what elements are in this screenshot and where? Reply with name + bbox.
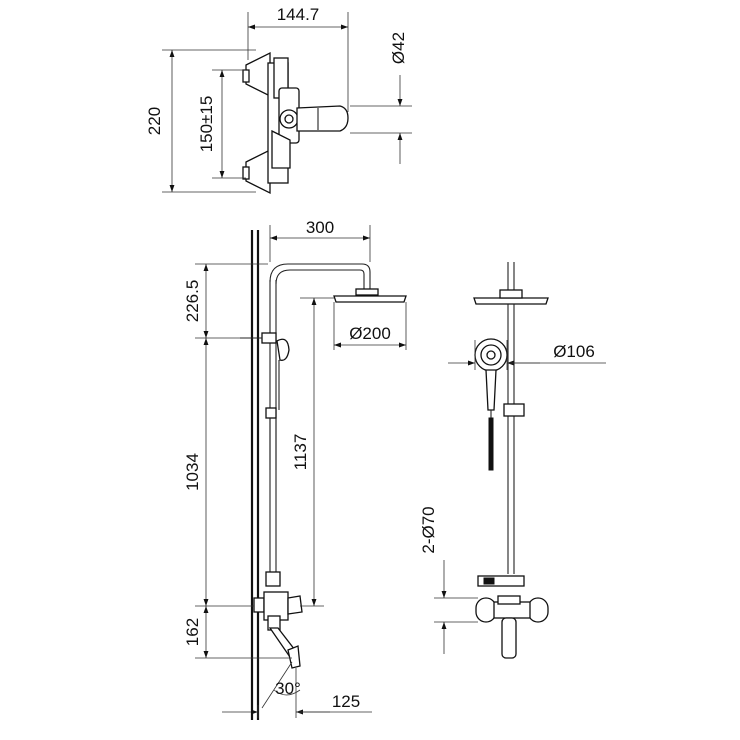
rain-head-diameter-label: Ø200 <box>349 324 391 343</box>
inlets-label: 2-Ø70 <box>419 506 438 553</box>
bracket-to-mixer-label: 1034 <box>183 453 202 491</box>
spout-projection-label: 125 <box>332 692 360 711</box>
shower-column-front <box>473 262 549 659</box>
mixer-to-spout-label: 162 <box>183 618 202 646</box>
top-dimensions <box>162 12 412 193</box>
mixer-top-view <box>242 51 349 195</box>
dimension-labels: 144.7 Ø42 220 150±15 300 226.5 Ø200 1137… <box>145 5 595 711</box>
head-to-bracket-label: 226.5 <box>183 280 202 323</box>
side-dimensions <box>195 225 407 718</box>
wall <box>250 230 260 720</box>
top-width-label: 144.7 <box>277 5 320 24</box>
top-height-label: 220 <box>145 107 164 135</box>
front-dimensions <box>434 340 606 654</box>
hand-shower-diameter-label: Ø106 <box>553 342 595 361</box>
shower-column-side <box>240 263 407 669</box>
arm-length-label: 300 <box>306 218 334 237</box>
spout-angle-label: 30° <box>275 679 301 698</box>
total-height-label: 1137 <box>291 434 310 471</box>
top-diameter-label: Ø42 <box>389 32 408 64</box>
top-centers-label: 150±15 <box>197 96 216 153</box>
